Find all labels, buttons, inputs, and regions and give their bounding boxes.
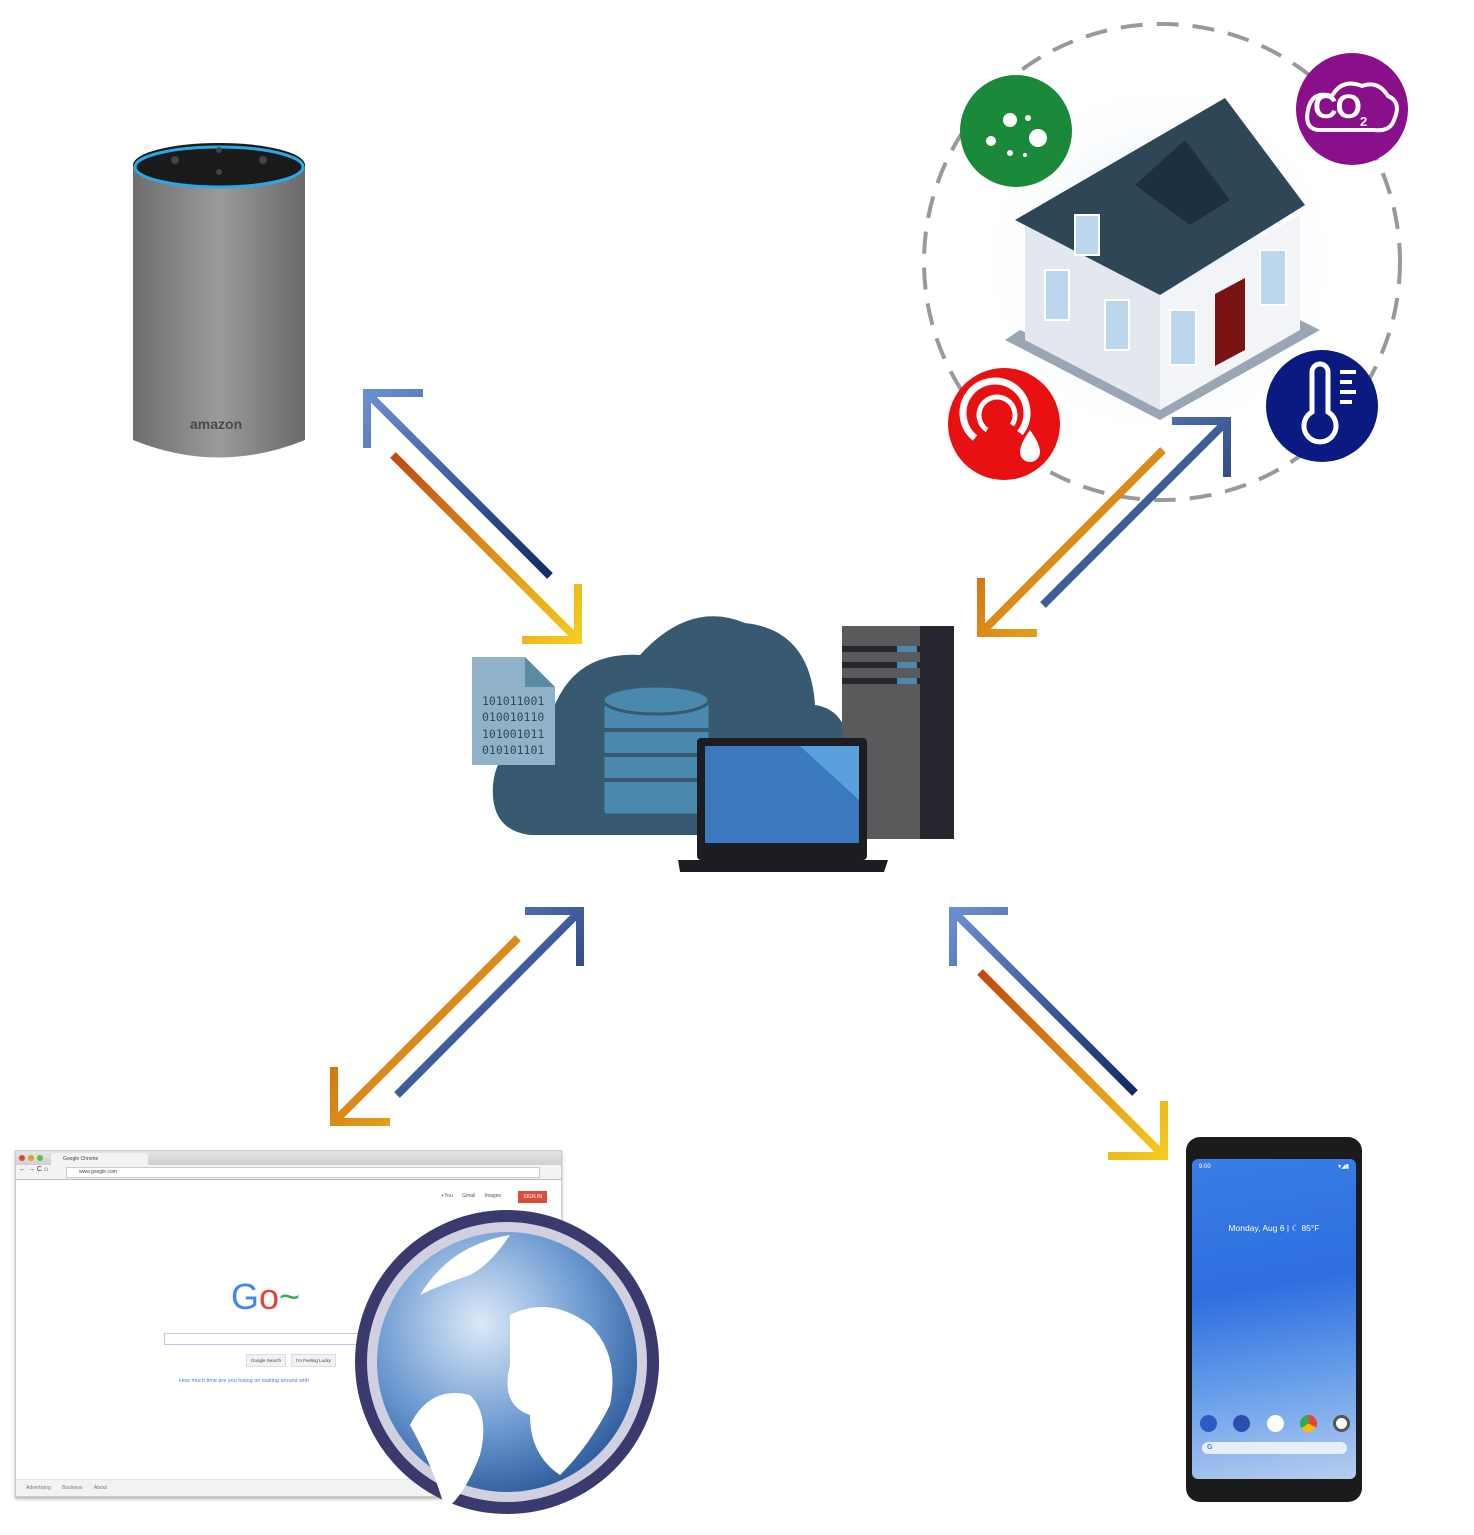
binary-data-file: 101011001 010010110 101001011 010101101 — [482, 693, 544, 758]
co2-subscript: 2 — [1360, 113, 1367, 129]
binary-line: 010010110 — [482, 710, 545, 725]
footer-advertising: Advertising — [26, 1485, 51, 1491]
google-top-links: +You Gmail Images — [433, 1193, 501, 1199]
globe-icon — [355, 1210, 659, 1514]
link-images: Images — [484, 1193, 501, 1199]
sign-in-button: SIGN IN — [518, 1191, 547, 1203]
co2-text: CO — [1313, 88, 1362, 126]
footer-about: About — [93, 1485, 107, 1491]
play-store-icon — [1266, 1415, 1284, 1432]
browser-tab: Google Chrome — [51, 1153, 148, 1165]
smart-home-icon — [922, 22, 1402, 502]
arrow-phone-to-cloud — [949, 907, 1168, 1160]
temperature-sensor-icon — [1266, 350, 1378, 462]
phone-screen: 9:00 ▾◢▮ Monday, Aug 6 | ☾ 85°F G — [1192, 1159, 1356, 1479]
feeling-lucky-button: I'm Feeling Lucky — [291, 1354, 336, 1367]
chrome-app-icon — [1299, 1415, 1317, 1432]
messages-app-icon — [1233, 1415, 1251, 1432]
browser-toolbar: ← → C ⌂ www.google.com — [16, 1165, 561, 1180]
cloud-server-icon — [472, 616, 954, 872]
phone-app-icon — [1200, 1415, 1217, 1432]
browser-nav-icons: ← → C ⌂ — [19, 1166, 49, 1173]
phone-clock: 9:00 — [1199, 1164, 1211, 1170]
co2-sensor-icon — [1296, 53, 1408, 165]
link-gmail: Gmail — [462, 1193, 476, 1199]
binary-line: 101001011 — [482, 726, 545, 741]
co2-label: CO2 — [1313, 88, 1367, 129]
smart-speaker-icon — [133, 143, 305, 458]
pressure-humidity-sensor-icon — [948, 368, 1060, 480]
arrow-speaker-to-cloud — [363, 389, 582, 644]
camera-app-icon — [1333, 1415, 1350, 1432]
phone-search-bar: G — [1202, 1442, 1347, 1454]
footer-business: Business — [62, 1485, 83, 1491]
arrow-browser-to-cloud — [330, 907, 584, 1126]
binary-line: 010101101 — [482, 742, 545, 757]
phone-status-icons: ▾◢▮ — [1338, 1164, 1349, 1170]
web-browser-window: Google Chrome ← → C ⌂ www.google.com +Yo… — [15, 1150, 562, 1497]
google-search-button: Google Search — [246, 1354, 287, 1367]
close-window-icon — [19, 1155, 25, 1161]
speaker-brand-logo: amazon — [190, 416, 243, 432]
address-bar: www.google.com — [66, 1167, 540, 1178]
maximize-window-icon — [37, 1155, 43, 1161]
phone-date-weather: Monday, Aug 6 | ☾ 85°F — [1228, 1223, 1320, 1233]
smartphone: 9:00 ▾◢▮ Monday, Aug 6 | ☾ 85°F G — [1186, 1137, 1362, 1502]
particulate-sensor-icon — [960, 75, 1072, 187]
phone-app-dock — [1200, 1415, 1350, 1432]
binary-line: 101011001 — [482, 694, 545, 708]
browser-tab-bar: Google Chrome — [16, 1151, 561, 1165]
google-doodle-logo: Go~ — [231, 1276, 301, 1317]
promo-text: How much time are you losing on waiting … — [179, 1378, 309, 1384]
arrow-home-to-cloud — [977, 417, 1231, 637]
link-you: +You — [441, 1193, 453, 1199]
minimize-window-icon — [28, 1155, 34, 1161]
